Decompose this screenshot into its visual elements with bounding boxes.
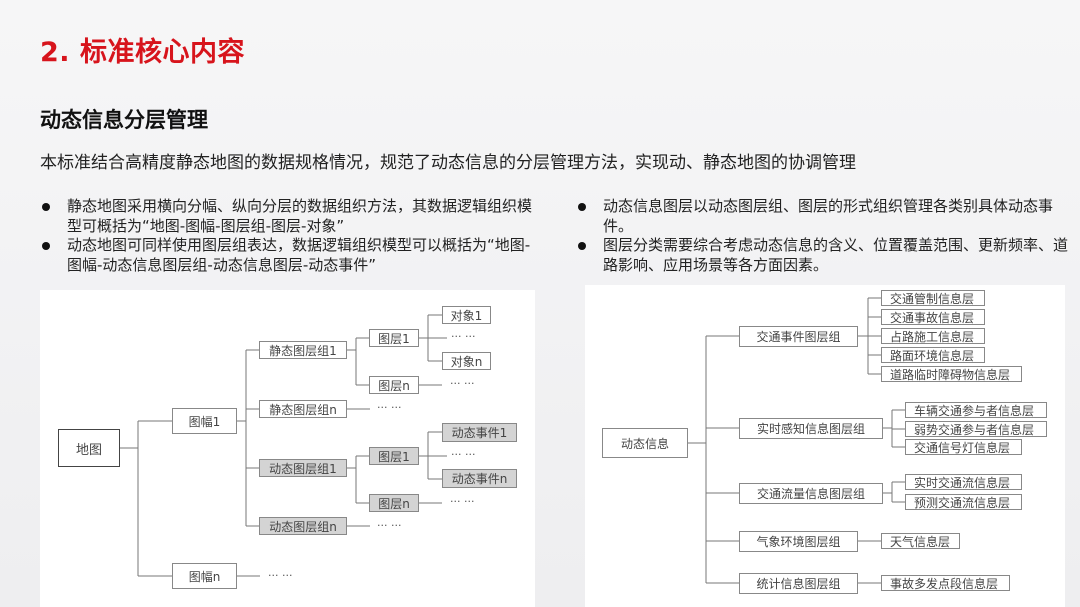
layer-node: 弱势交通参与者信息层	[905, 421, 1047, 437]
layer-node: 实时交通流信息层	[905, 474, 1022, 490]
ellipsis-text: ··· ···	[377, 519, 402, 532]
bullet-item: 静态地图采用横向分幅、纵向分层的数据组织方法，其数据逻辑组织模型可概括为“地图-…	[40, 197, 540, 236]
section-subtitle: 动态信息分层管理	[40, 108, 208, 132]
layer-node: 交通管制信息层	[881, 290, 985, 306]
node-map: 地图	[58, 429, 120, 467]
ellipsis-text: ··· ···	[451, 448, 476, 461]
node-static-group-1: 静态图层组1	[259, 341, 347, 359]
node-dynamic-group-1: 动态图层组1	[259, 459, 347, 477]
layer-node: 车辆交通参与者信息层	[905, 402, 1047, 418]
layer-group-node: 气象环境图层组	[739, 531, 858, 552]
section-description: 本标准结合高精度静态地图的数据规格情况，规范了动态信息的分层管理方法，实现动、静…	[40, 153, 856, 173]
node-event-n: 动态事件n	[442, 469, 517, 488]
layer-node: 交通信号灯信息层	[905, 439, 1022, 455]
ellipsis-text: ··· ···	[377, 401, 402, 414]
layer-group-node: 统计信息图层组	[739, 573, 858, 594]
layer-node: 占路施工信息层	[881, 328, 985, 344]
ellipsis-text: ··· ···	[451, 330, 476, 343]
layer-node: 路面环境信息层	[881, 347, 985, 363]
node-event-1: 动态事件1	[442, 423, 517, 442]
node-dynamic-layer-n: 图层n	[369, 494, 419, 512]
node-object-n: 对象n	[442, 352, 491, 370]
bullet-item: 图层分类需要综合考虑动态信息的含义、位置覆盖范围、更新频率、道路影响、应用场景等…	[576, 236, 1071, 275]
layer-group-node: 交通流量信息图层组	[739, 483, 883, 504]
bullet-list-left: 静态地图采用横向分幅、纵向分层的数据组织方法，其数据逻辑组织模型可概括为“地图-…	[40, 197, 540, 275]
layer-node: 事故多发点段信息层	[881, 575, 1010, 591]
layer-node: 天气信息层	[881, 533, 960, 549]
layer-node: 交通事故信息层	[881, 309, 985, 325]
bullet-list-right: 动态信息图层以动态图层组、图层的形式组织管理各类别具体动态事件。 图层分类需要综…	[576, 197, 1071, 275]
ellipsis-text: ··· ···	[268, 569, 293, 582]
node-object-1: 对象1	[442, 306, 491, 324]
bullet-item: 动态信息图层以动态图层组、图层的形式组织管理各类别具体动态事件。	[576, 197, 1071, 236]
node-static-group-n: 静态图层组n	[259, 400, 347, 418]
node-sheet-n: 图幅n	[172, 563, 237, 589]
layer-group-node: 交通事件图层组	[739, 326, 858, 347]
node-dynamic-layer-1: 图层1	[369, 447, 419, 465]
node-dynamic-group-n: 动态图层组n	[259, 517, 347, 535]
node-dynamic-info: 动态信息	[602, 428, 688, 458]
layer-node: 道路临时障碍物信息层	[881, 366, 1022, 382]
node-static-layer-n: 图层n	[369, 376, 419, 394]
ellipsis-text: ··· ···	[450, 495, 475, 508]
node-sheet-1: 图幅1	[172, 408, 237, 434]
ellipsis-text: ··· ···	[450, 377, 475, 390]
page-title: 2. 标准核心内容	[40, 37, 245, 68]
node-static-layer-1: 图层1	[369, 329, 419, 347]
layer-node: 预测交通流信息层	[905, 494, 1022, 510]
bullet-item: 动态地图可同样使用图层组表达，数据逻辑组织模型可以概括为“地图-图幅-动态信息图…	[40, 236, 540, 275]
layer-group-node: 实时感知信息图层组	[739, 418, 883, 439]
